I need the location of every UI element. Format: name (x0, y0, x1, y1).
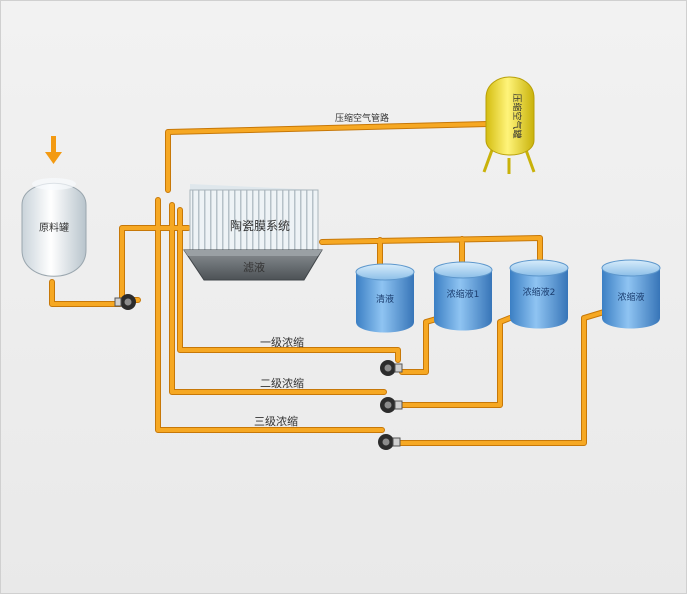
pump-icon (380, 360, 403, 376)
membrane-unit: 陶瓷膜系统 滤液 (183, 184, 323, 281)
stage2-return-pipe (398, 316, 512, 407)
raw-water-tank: 原料罐 (21, 136, 87, 277)
tray-label: 滤液 (243, 260, 265, 274)
stage3-label: 三级浓缩 (254, 415, 298, 428)
stage1-label: 一级浓缩 (260, 336, 304, 349)
pump-icon (380, 397, 403, 413)
compressed-air-line-label: 压缩空气管路 (335, 112, 389, 124)
tank-clear-liquid-label: 清液 (376, 293, 394, 305)
raw-water-tank-label: 原料罐 (39, 221, 69, 234)
stage3-pipe (156, 198, 384, 432)
pump-icon (378, 434, 401, 450)
tank-concentrate-1: 浓缩液1 (433, 261, 493, 331)
tank-concentrate-final: 浓缩液 (601, 259, 661, 329)
tank-concentrate-1-label: 浓缩液1 (447, 288, 480, 300)
pump-icon (114, 294, 136, 310)
tank-concentrate-2-label: 浓缩液2 (523, 286, 556, 298)
stage3-return-pipe (396, 310, 606, 445)
permeate-header-pipe (320, 236, 542, 270)
compressed-air-tank: 压缩空气罐 (482, 76, 536, 174)
stage1-pipe (178, 208, 400, 362)
stage1-return-pipe (400, 316, 442, 374)
arrow-down-icon (45, 136, 62, 164)
stage2-pipe (170, 203, 386, 394)
air-tank-label: 压缩空气罐 (511, 93, 523, 138)
compressed-air-pipe (166, 122, 490, 192)
stage2-label: 二级浓缩 (260, 377, 304, 390)
tank-clear-liquid: 清液 (355, 263, 415, 333)
pipe-network (49, 121, 607, 446)
membrane-unit-label: 陶瓷膜系统 (230, 218, 290, 233)
tank-concentrate-final-label: 浓缩液 (617, 291, 644, 303)
tank-concentrate-2: 浓缩液2 (509, 259, 569, 329)
